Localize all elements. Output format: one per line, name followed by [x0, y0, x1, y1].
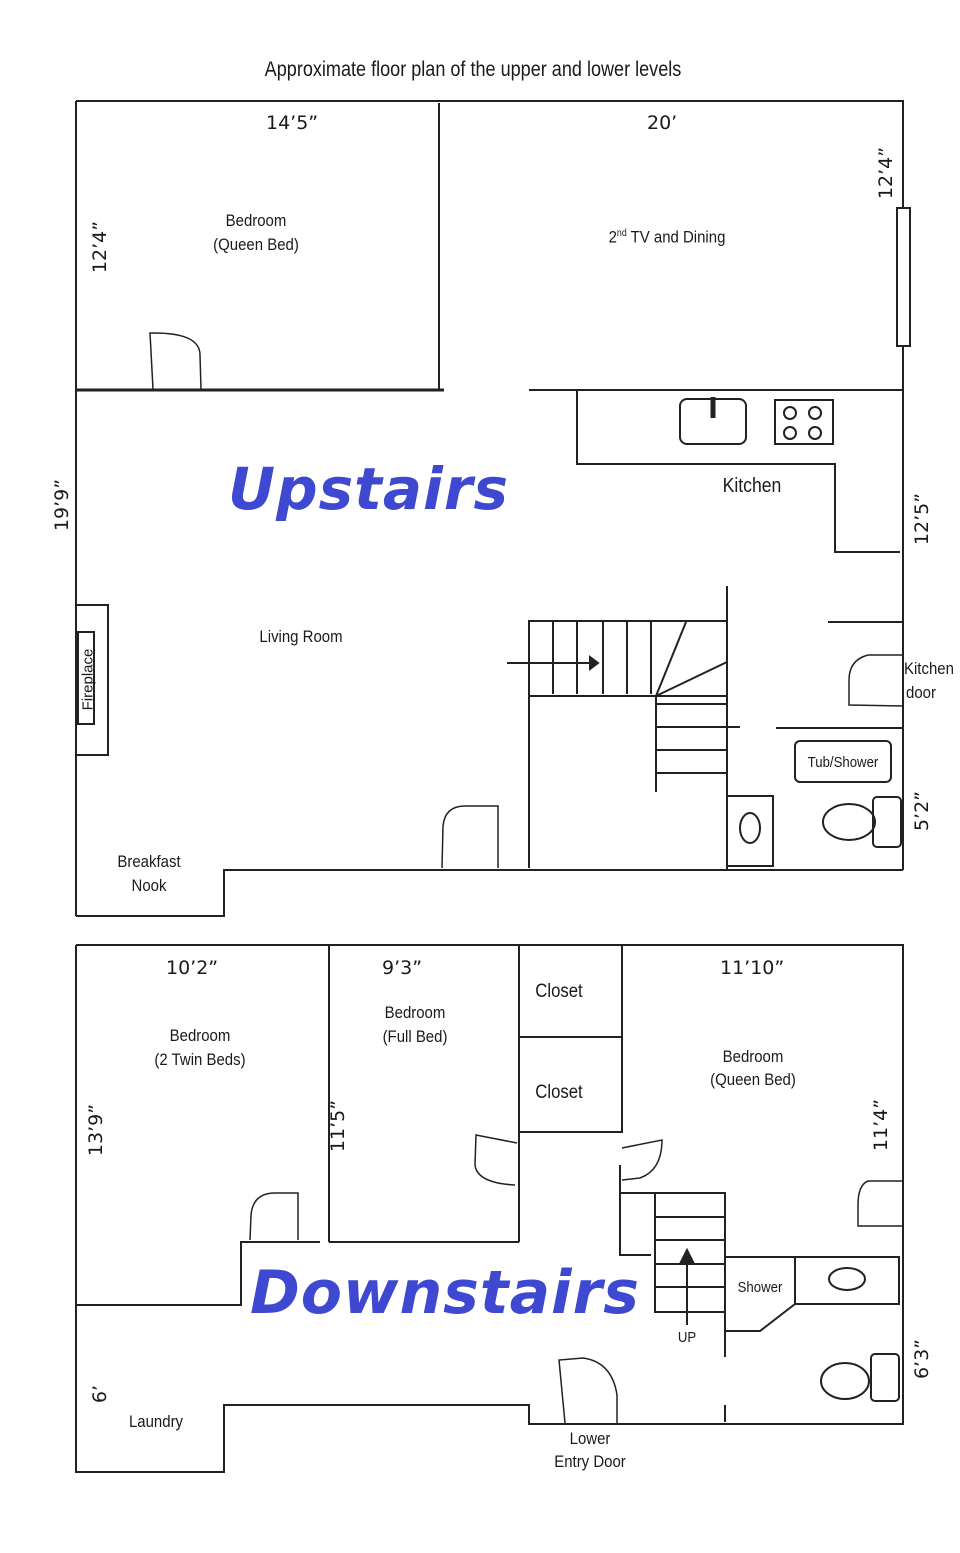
- full-bedroom-bed: (Full Bed): [382, 1027, 448, 1046]
- queen-bedroom-height: 11’4”: [870, 1098, 892, 1152]
- entry-door-line2: Entry Door: [554, 1452, 626, 1471]
- downstairs-doors: [249, 1134, 903, 1424]
- stairs-up-label: UP: [677, 1329, 697, 1346]
- laundry-height: 6’: [89, 1384, 111, 1404]
- tv-dining-height: 12’4”: [875, 146, 897, 200]
- laundry-label: Laundry: [128, 1412, 184, 1431]
- fireplace-label: Fireplace: [79, 648, 97, 711]
- queen-bedroom-bed: (Queen Bed): [710, 1070, 796, 1089]
- kitchen-name: Kitchen: [722, 475, 782, 497]
- breakfast-nook-line2: Nook: [131, 876, 167, 895]
- breakfast-nook-line1: Breakfast: [117, 852, 181, 871]
- queen-bedroom-name: Bedroom: [722, 1047, 784, 1066]
- tv-dining-name-prefix: 2: [608, 227, 617, 247]
- kitchen-door-line1: Kitchen: [904, 659, 954, 678]
- upstairs-bedroom-bed: (Queen Bed): [213, 235, 299, 254]
- tv-dining-name-rest: TV and Dining: [626, 227, 726, 247]
- upstairs-bedroom-width: 14’5”: [266, 112, 319, 134]
- tv-dining-name-sup: nd: [616, 228, 627, 239]
- twin-bedroom-height: 13’9”: [85, 1103, 107, 1157]
- living-room-name: Living Room: [259, 627, 343, 646]
- upstairs-level-label: Upstairs: [228, 455, 510, 523]
- tub-shower-label: Tub/Shower: [807, 754, 879, 771]
- tv-dining-width: 20’: [647, 112, 678, 134]
- upstairs-walls: [75, 100, 911, 917]
- upstairs-doors: [149, 332, 904, 869]
- downstairs-level-label: Downstairs: [250, 1258, 640, 1328]
- full-bedroom-height: 11’5”: [327, 1099, 349, 1153]
- tv-dining-name: 2nd TV and Dining: [601, 222, 733, 249]
- full-bedroom-name: Bedroom: [384, 1003, 446, 1022]
- entry-door-line1: Lower: [569, 1429, 611, 1448]
- downstairs-walls: [75, 944, 904, 1473]
- twin-bedroom-name: Bedroom: [169, 1026, 231, 1045]
- living-room-height: 19’9”: [51, 478, 73, 532]
- queen-bedroom-width: 11’10”: [720, 957, 785, 979]
- kitchen-door-line2: door: [906, 683, 936, 702]
- closet-2-label: Closet: [535, 1082, 583, 1103]
- full-bedroom-width: 9’3”: [382, 957, 423, 979]
- closet-1-label: Closet: [535, 981, 583, 1002]
- kitchen-height: 12’5”: [911, 492, 933, 546]
- floor-plan-title: Approximate floor plan of the upper and …: [264, 58, 682, 81]
- upstairs-bedroom-name: Bedroom: [225, 211, 287, 230]
- upstairs-bedroom-height: 12’4”: [89, 220, 111, 274]
- twin-bedroom-width: 10’2”: [166, 957, 219, 979]
- shower-height: 6’3”: [911, 1338, 933, 1380]
- shower-label: Shower: [737, 1279, 783, 1296]
- bathroom-height: 5’2”: [911, 790, 933, 832]
- twin-bedroom-bed: (2 Twin Beds): [154, 1050, 246, 1069]
